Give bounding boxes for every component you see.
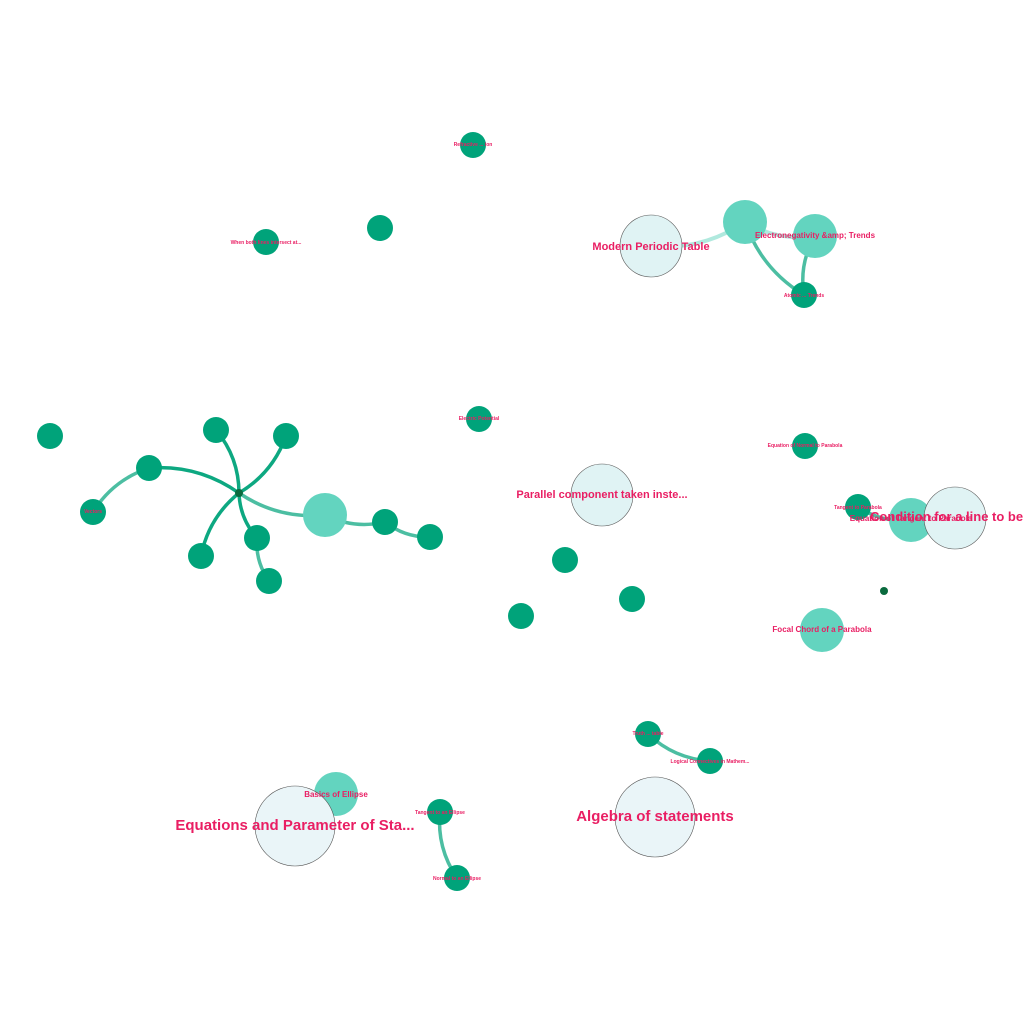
graph-node-n20[interactable]: [256, 568, 282, 594]
graph-node-n34[interactable]: [254, 785, 336, 867]
graph-node-n6[interactable]: [793, 214, 837, 258]
node-label-n9: Electric Potential: [459, 416, 500, 422]
node-label-n7: Atomic ... Trends: [784, 293, 825, 299]
graph-node-n1[interactable]: [460, 132, 486, 158]
graph-node-n13[interactable]: [136, 455, 162, 481]
graph-node-n18[interactable]: [188, 543, 214, 569]
graph-node-n19[interactable]: [244, 525, 270, 551]
node-label-n10: Equation of Normal to Parabola: [768, 443, 843, 449]
graph-node-n24[interactable]: [508, 603, 534, 629]
edge-hub-n13: [147, 465, 241, 495]
graph-node-n23[interactable]: [619, 586, 645, 612]
graph-node-n29[interactable]: [800, 608, 844, 652]
graph-node-n36[interactable]: [444, 865, 470, 891]
graph-edges: [91, 220, 913, 880]
graph-node-n16[interactable]: [372, 509, 398, 535]
graph-node-n7[interactable]: [791, 282, 817, 308]
node-label-n32: Algebra of statements: [576, 808, 734, 825]
graph-node-n5[interactable]: [723, 200, 767, 244]
node-label-n4: Modern Periodic Table: [592, 241, 709, 253]
graph-node-n10[interactable]: [792, 433, 818, 459]
node-label-n1: Refractive ... ion: [454, 142, 493, 148]
graph-node-n3[interactable]: [253, 229, 279, 255]
node-label-n30: Truth ... table: [632, 731, 663, 737]
node-label-n34: Equations and Parameter of Sta...: [175, 817, 414, 834]
graph-node-n21[interactable]: [570, 463, 634, 527]
graph-node-n15[interactable]: [303, 493, 347, 537]
node-label-n35: Tangent to an Ellipse: [415, 810, 465, 816]
graph-node-n12[interactable]: [273, 423, 299, 449]
graph-node-n31[interactable]: [697, 748, 723, 774]
graph-node-n25[interactable]: [845, 494, 871, 520]
node-label-n31: Logical Connectives in Mathem...: [671, 759, 751, 765]
graph-node-n17[interactable]: [417, 524, 443, 550]
node-label-n26: Equation of Tangent to Parabola: [850, 514, 973, 523]
node-label-n6: Electronegativity &amp; Trends: [755, 231, 876, 240]
graph-node-n22[interactable]: [552, 547, 578, 573]
graph-node-n28[interactable]: [880, 587, 888, 595]
graph-node-hub[interactable]: [235, 489, 243, 497]
node-label-n29: Focal Chord of a Parabola: [772, 625, 872, 634]
graph-node-n4[interactable]: [619, 214, 683, 278]
graph-node-n8[interactable]: [37, 423, 63, 449]
node-label-n36: Normal to an Ellipse: [433, 876, 481, 882]
graph-node-n35[interactable]: [427, 799, 453, 825]
node-label-n21: Parallel component taken inste...: [516, 489, 687, 501]
node-label-n3: When both lines intersect at...: [231, 240, 302, 246]
graph-node-n9[interactable]: [466, 406, 492, 432]
node-label-n14: Vectors: [84, 509, 102, 515]
graph-node-n26[interactable]: [889, 498, 933, 542]
graph-node-n11[interactable]: [203, 417, 229, 443]
graph-node-n30[interactable]: [635, 721, 661, 747]
graph-node-n2[interactable]: [367, 215, 393, 241]
node-label-n25: Tangent to Parabola: [834, 505, 882, 511]
graph-node-n14[interactable]: [80, 499, 106, 525]
graph-node-n27[interactable]: [923, 486, 987, 550]
graph-nodes: [37, 132, 987, 891]
node-label-n27: Condition for a line to be a: [870, 509, 1024, 524]
node-label-n33: Basics of Ellipse: [304, 790, 368, 799]
graph-node-n32[interactable]: [614, 776, 696, 858]
